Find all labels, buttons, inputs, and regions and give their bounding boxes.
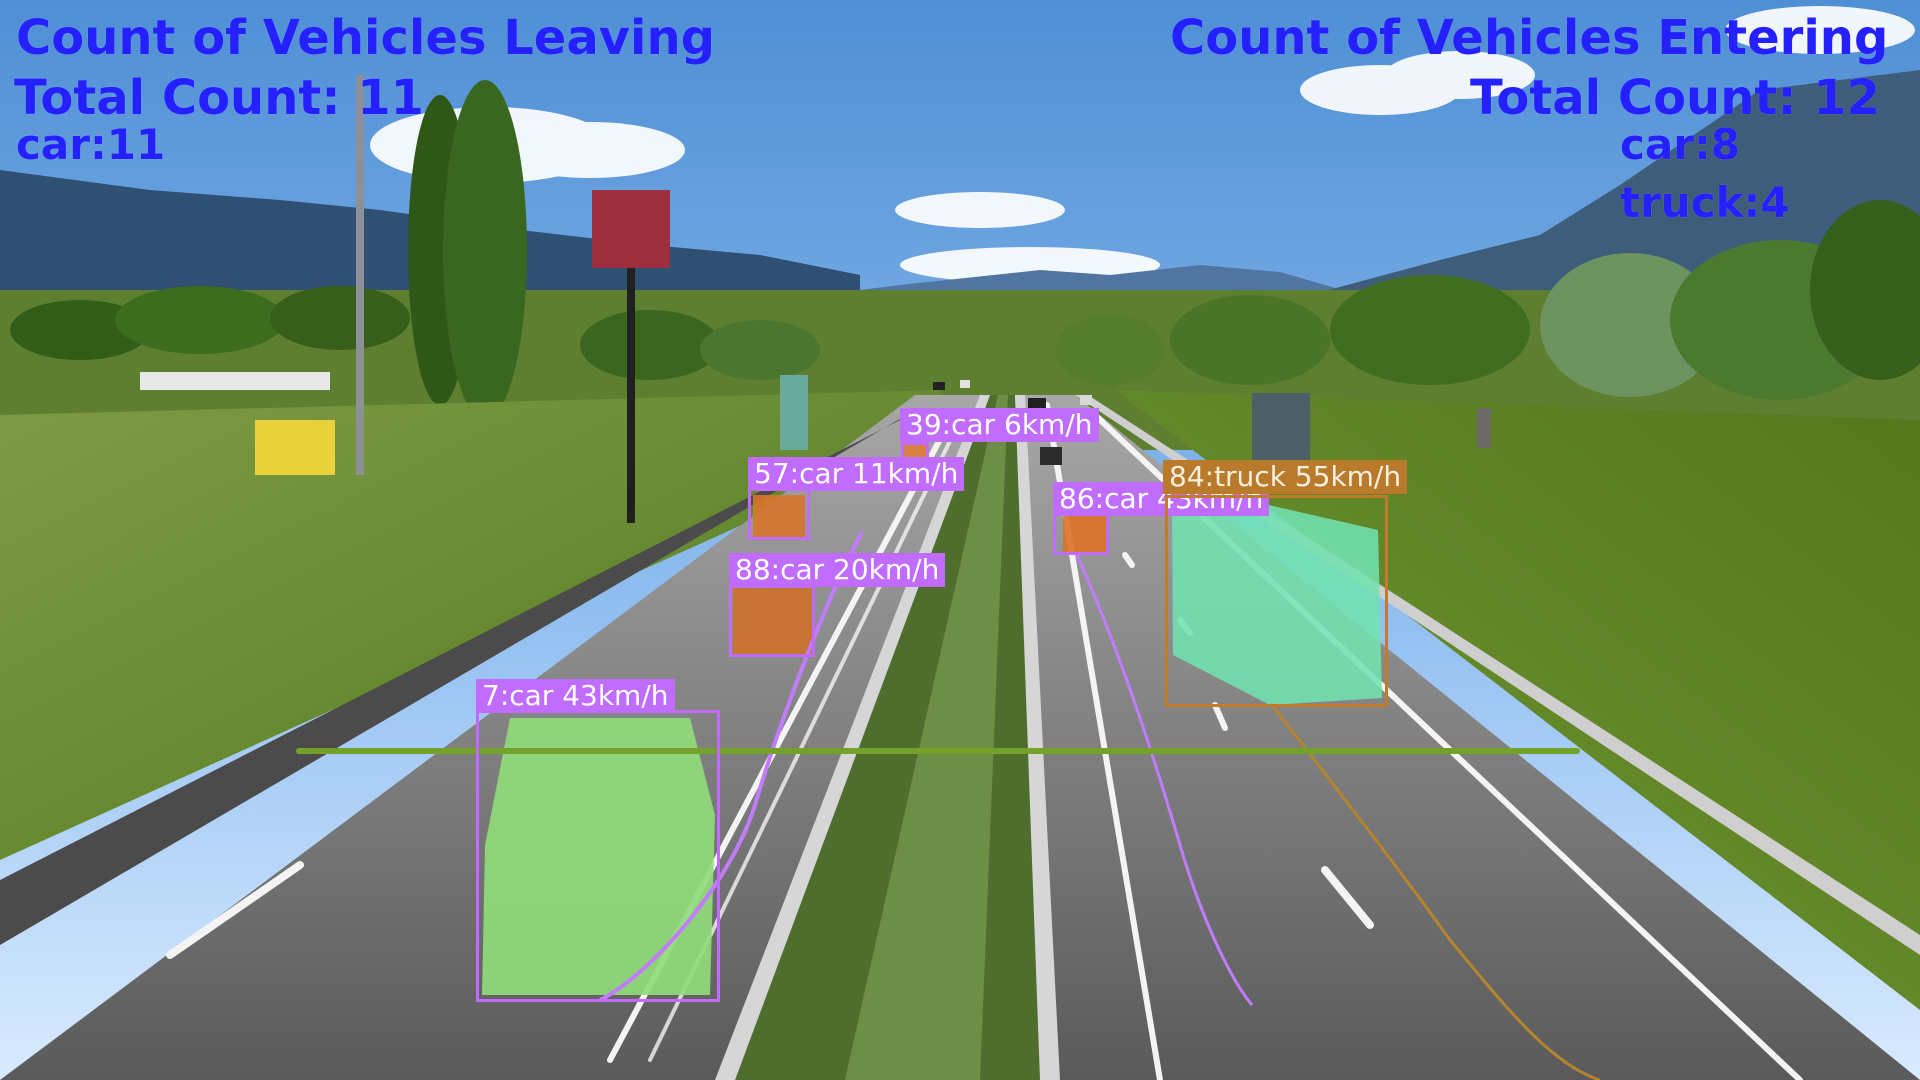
entering-truck-count: truck:4	[1620, 178, 1790, 227]
entering-car-count: car:8	[1620, 120, 1740, 169]
leaving-car-count: car:11	[16, 120, 166, 169]
clouds	[370, 6, 1915, 283]
detection-box-7	[476, 710, 720, 1002]
detection-box-84	[1165, 495, 1388, 707]
vehicle-masks	[482, 443, 1382, 995]
detection-box-86	[1053, 510, 1109, 555]
median-grass-strip	[845, 395, 1008, 1080]
tracking-trails	[599, 531, 1601, 1080]
detection-label-88: 88:car 20km/h	[729, 553, 946, 587]
detection-label-7: 7:car 43km/h	[476, 679, 675, 713]
detection-label-57: 57:car 11km/h	[748, 457, 965, 491]
detection-box-57	[748, 488, 810, 540]
entering-title: Count of Vehicles Entering	[1170, 10, 1889, 66]
right-barrier	[1015, 395, 1060, 1080]
left-grass	[0, 390, 940, 860]
roadside-objects	[140, 75, 1491, 523]
entering-total: Total Count: 12	[1470, 70, 1881, 126]
left-shoulder-wall	[0, 410, 915, 945]
leaving-total: Total Count: 11	[14, 70, 425, 126]
counting-line	[296, 748, 1580, 754]
trees	[10, 80, 1920, 420]
leaving-title: Count of Vehicles Leaving	[16, 10, 716, 66]
detection-box-88	[729, 585, 815, 657]
far-traffic	[933, 380, 1092, 465]
detection-label-39: 39:car 6km/h	[900, 408, 1099, 442]
detection-label-84: 84:truck 55km/h	[1163, 460, 1408, 494]
